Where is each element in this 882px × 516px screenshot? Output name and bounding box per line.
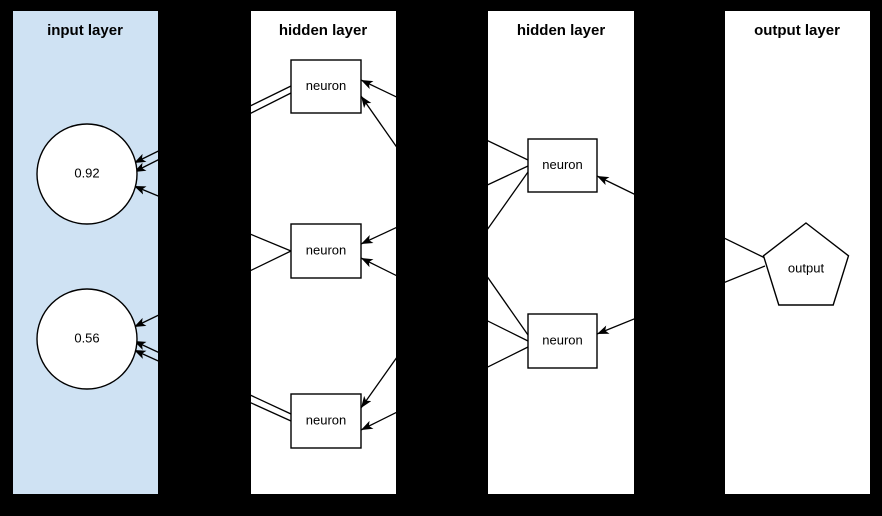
- node-h1-1[interactable]: neuron: [290, 59, 362, 114]
- node-label: neuron: [542, 332, 582, 347]
- node-label: 0.92: [74, 165, 99, 180]
- node-rect: [290, 223, 362, 279]
- node-label: neuron: [542, 157, 582, 172]
- node-in-1[interactable]: 0.92: [36, 123, 138, 225]
- node-h2-2[interactable]: neuron: [527, 313, 598, 369]
- node-in-2[interactable]: 0.56: [36, 288, 138, 390]
- occluder-gap-1: [158, 0, 251, 516]
- node-h2-1[interactable]: neuron: [527, 138, 598, 193]
- node-label: neuron: [306, 78, 346, 93]
- node-h1-3[interactable]: neuron: [290, 393, 362, 449]
- node-pentagon: [762, 222, 850, 306]
- node-rect: [290, 393, 362, 449]
- occluder-gap-bottom: [0, 494, 882, 516]
- node-label: output: [788, 260, 825, 275]
- node-circle: [36, 123, 138, 225]
- layer-title-input: input layer: [47, 22, 123, 39]
- node-h1-2[interactable]: neuron: [290, 223, 362, 279]
- layer-panel-input: [13, 11, 158, 494]
- occluder-gap-top: [0, 0, 882, 11]
- node-rect: [290, 59, 362, 114]
- occluder-gap-3: [634, 0, 725, 516]
- occluder-gap-left: [0, 0, 13, 516]
- node-label: neuron: [306, 242, 346, 257]
- node-label: 0.56: [74, 330, 99, 345]
- layer-title-hidden2: hidden layer: [517, 22, 606, 39]
- node-rect: [527, 313, 598, 369]
- layer-title-hidden1: hidden layer: [279, 22, 368, 39]
- layer-title-output: output layer: [754, 22, 840, 39]
- node-out-1[interactable]: output: [762, 222, 850, 306]
- nodes: 0.92 0.56 neuron neuron neuron neuron neuron ou…: [36, 59, 850, 449]
- occluder-gap-right: [870, 0, 882, 516]
- occluder-gap-2: [396, 0, 488, 516]
- panel-titles: input layer hidden layer hidden layer outpu…: [47, 22, 840, 39]
- layer-panel-hidden2: [488, 11, 634, 494]
- node-label: neuron: [306, 412, 346, 427]
- node-circle: [36, 288, 138, 390]
- node-rect: [527, 138, 598, 193]
